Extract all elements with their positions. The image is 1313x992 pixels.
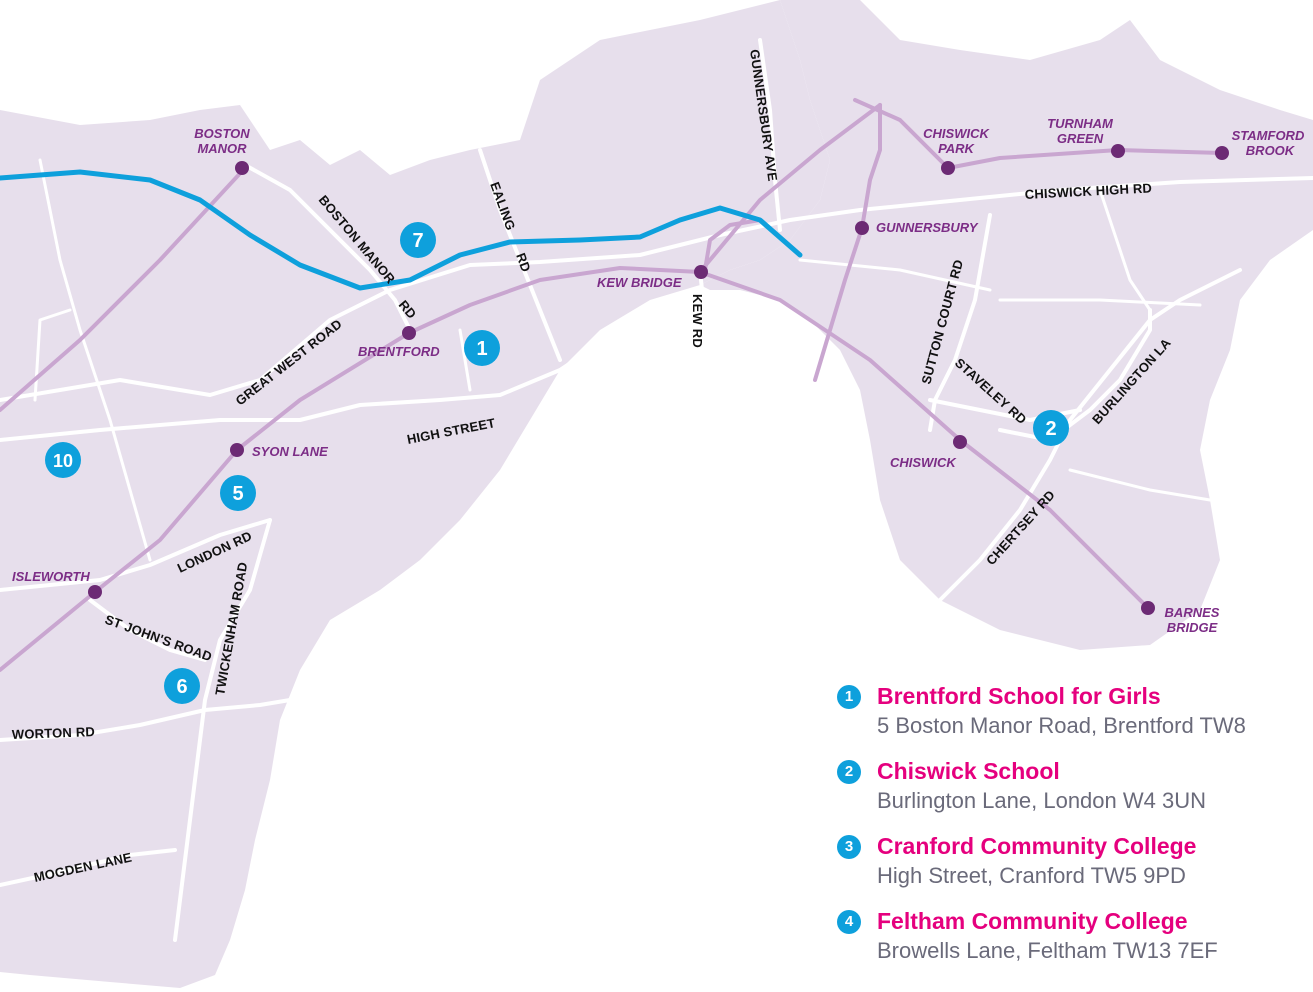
school-marker-5[interactable]: 5 <box>220 475 256 511</box>
station-dot-kew-bridge[interactable] <box>694 265 708 279</box>
school-markers: 1 2 5 6 7 10 <box>45 222 1069 704</box>
road-twickenham-road <box>173 518 272 942</box>
rail-kew-curve <box>703 218 762 272</box>
legend-school-address: 5 Boston Manor Road, Brentford TW8 <box>877 713 1246 738</box>
legend-badge-1: 1 <box>837 685 861 709</box>
station-label-syon-lane: SYON LANE <box>252 444 328 459</box>
road-minor-5 <box>998 298 1202 307</box>
legend-item-1[interactable]: 1 Brentford School for Girls 5 Boston Ma… <box>835 682 1313 740</box>
station-dot-brentford[interactable] <box>402 326 416 340</box>
rail-hounslow-loop <box>0 266 1150 672</box>
station-dot-stamford-brook[interactable] <box>1215 146 1229 160</box>
legend-item-2[interactable]: 2 Chiswick School Burlington Lane, Londo… <box>835 757 1313 815</box>
school-legend: 1 Brentford School for Girls 5 Boston Ma… <box>835 682 1313 982</box>
station-dot-chiswick[interactable] <box>953 435 967 449</box>
road-label-ealing-rd: RD <box>513 251 534 274</box>
legend-item-3[interactable]: 3 Cranford Community College High Street… <box>835 832 1313 890</box>
road-minor-7 <box>798 258 992 292</box>
svg-text:1: 1 <box>476 338 487 360</box>
svg-text:2: 2 <box>1045 418 1056 440</box>
road-minor-3 <box>458 328 472 392</box>
legend-school-address: Burlington Lane, London W4 3UN <box>877 788 1206 813</box>
station-dot-chiswick-park[interactable] <box>941 161 955 175</box>
school-marker-10[interactable]: 10 <box>45 442 81 478</box>
station-label-gunnersbury: GUNNERSBURY <box>876 220 979 235</box>
road-worton-rd <box>0 698 292 742</box>
road-gunnersbury-ave <box>758 38 782 232</box>
road-london-rd <box>0 518 272 592</box>
road-great-west-road <box>0 176 1313 402</box>
legend-badge-3: 3 <box>837 835 861 859</box>
road-ealing-rd <box>478 148 562 362</box>
legend-school-name: Cranford Community College <box>877 833 1197 859</box>
road-st-johns-road <box>88 598 207 662</box>
road-label-chiswick-high-rd: CHISWICK HIGH RD <box>1024 180 1152 202</box>
tube-line-piccadilly <box>0 169 803 291</box>
station-label-isleworth: ISLEWORTH <box>12 569 90 584</box>
station-dot-barnes-bridge[interactable] <box>1141 601 1155 615</box>
school-marker-1[interactable]: 1 <box>464 330 500 366</box>
rail-district <box>853 98 1224 170</box>
road-label-kew-rd: KEW RD <box>690 294 705 348</box>
legend-school-address: High Street, Cranford TW5 9PD <box>877 863 1186 888</box>
station-dot-boston-manor[interactable] <box>235 161 249 175</box>
station-label-kew-bridge: KEW BRIDGE <box>597 275 682 290</box>
legend-badge-4: 4 <box>837 910 861 934</box>
station-dot-syon-lane[interactable] <box>230 443 244 457</box>
road-sutton-court-rd <box>928 213 992 432</box>
rail-lines <box>0 98 1224 672</box>
legend-school-name: Brentford School for Girls <box>877 683 1161 709</box>
road-label-worton-rd: WORTON RD <box>12 724 96 742</box>
station-label-chiswick: CHISWICK <box>890 455 957 470</box>
svg-text:7: 7 <box>412 230 423 252</box>
road-minor-2 <box>33 308 72 402</box>
rail-north-london <box>0 166 247 412</box>
legend-school-name: Feltham Community College <box>877 908 1188 934</box>
station-dot-gunnersbury[interactable] <box>855 221 869 235</box>
station-label-brentford: BRENTFORD <box>358 344 440 359</box>
legend-school-address: Browells Lane, Feltham TW13 7EF <box>877 938 1218 963</box>
legend-school-name: Chiswick School <box>877 758 1060 784</box>
svg-text:5: 5 <box>232 483 243 505</box>
station-dot-turnham-green[interactable] <box>1111 144 1125 158</box>
road-mogden-lane <box>0 848 177 887</box>
school-marker-2[interactable]: 2 <box>1033 410 1069 446</box>
legend-item-4[interactable]: 4 Feltham Community College Browells Lan… <box>835 907 1313 965</box>
road-minor-6 <box>1068 468 1212 502</box>
road-network <box>0 38 1313 942</box>
land-west <box>0 0 830 988</box>
station-dots <box>88 144 1229 615</box>
legend-badge-2: 2 <box>837 760 861 784</box>
land-east <box>700 0 1313 650</box>
rail-kew-link <box>698 103 882 274</box>
school-marker-7[interactable]: 7 <box>400 222 436 258</box>
svg-text:10: 10 <box>53 451 73 471</box>
svg-text:6: 6 <box>176 676 187 698</box>
road-minor-4 <box>1098 188 1152 312</box>
road-kew-rd <box>698 268 712 362</box>
station-dot-isleworth[interactable] <box>88 585 102 599</box>
school-marker-6[interactable]: 6 <box>164 668 200 704</box>
road-high-street <box>0 293 702 442</box>
road-boston-manor <box>243 163 412 332</box>
road-minor-1 <box>38 158 152 562</box>
